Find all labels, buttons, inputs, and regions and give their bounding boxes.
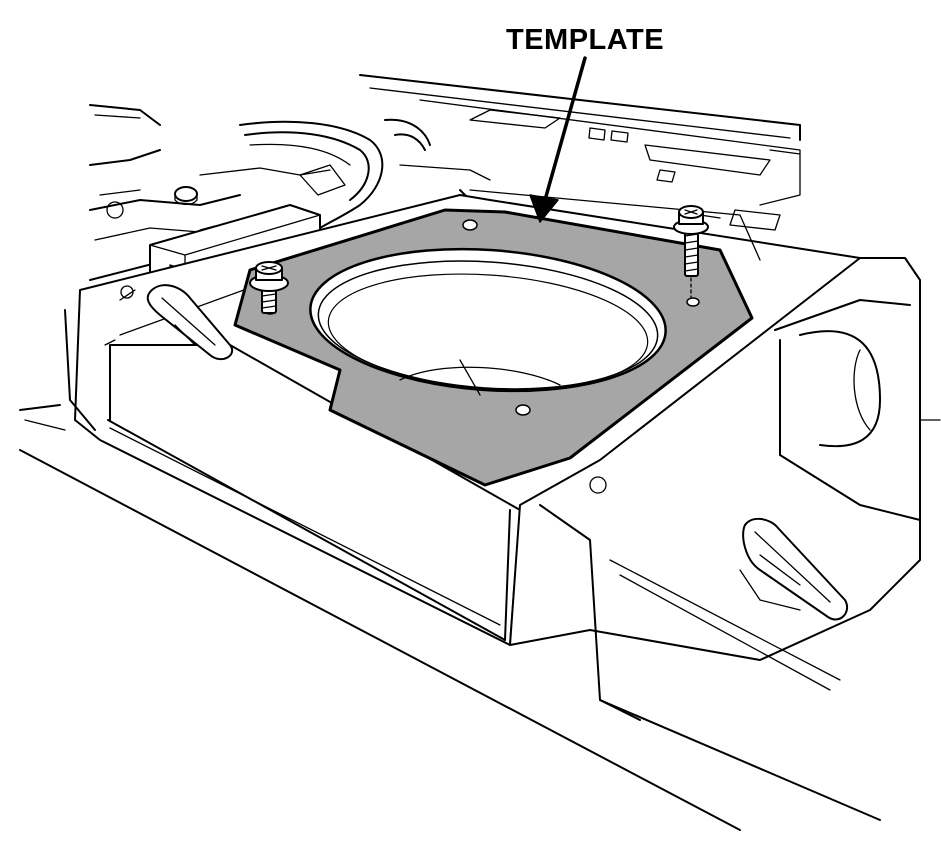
template-callout-label: TEMPLATE — [506, 24, 665, 56]
tie-down-hook-left — [146, 284, 233, 361]
template-plate — [233, 208, 754, 487]
mounting-bolt-background — [174, 186, 198, 206]
screw-left — [249, 261, 289, 314]
callout-leader — [529, 56, 587, 223]
screw-right — [673, 205, 709, 299]
wire-harness — [239, 118, 431, 229]
rear-panel-background — [89, 74, 801, 281]
trim-panel-right — [509, 257, 941, 821]
speaker-recess — [469, 189, 761, 261]
tie-down-hook-right — [739, 517, 848, 621]
